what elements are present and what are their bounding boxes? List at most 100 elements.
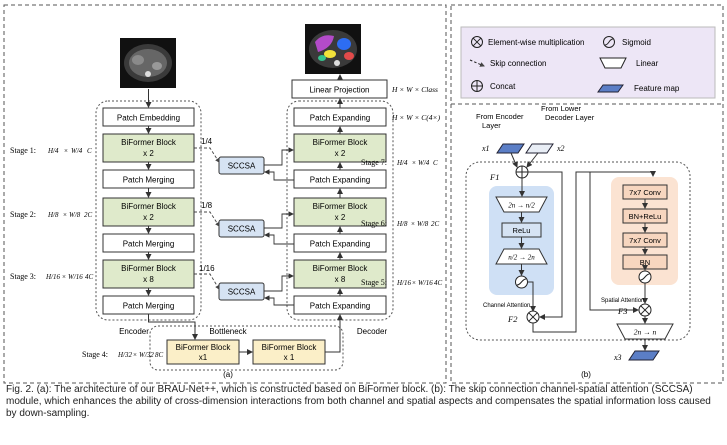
sccsa-label: SCCSA xyxy=(228,162,256,171)
f1-skip-path xyxy=(528,171,563,320)
channel-linear-2: n/2 → 2n xyxy=(495,248,548,265)
stage-5-label: Stage 5: H/16 × W/16 4C xyxy=(361,278,443,287)
legend-item-linear: Linear xyxy=(599,57,659,69)
svg-text:7x7 Conv: 7x7 Conv xyxy=(629,188,661,197)
svg-text:W/32: W/32 xyxy=(139,351,154,359)
otimes-icon xyxy=(471,36,483,48)
svg-text:Stage 2:: Stage 2: xyxy=(10,210,36,219)
svg-text:W/8: W/8 xyxy=(69,211,81,219)
legend-item-sigmoid: Sigmoid xyxy=(603,36,651,48)
svg-text:W/4: W/4 xyxy=(71,147,83,155)
legend-label: Concat xyxy=(490,82,516,91)
svg-text:Stage 1:: Stage 1: xyxy=(10,146,36,155)
svg-text:Stage 5:: Stage 5: xyxy=(361,278,387,287)
svg-text:4C: 4C xyxy=(85,273,94,281)
from-encoder-label-2: Layer xyxy=(482,121,501,130)
svg-text:H/4: H/4 xyxy=(47,147,59,155)
biformer-label: BiFormer Block xyxy=(176,343,232,352)
channel-attention-label: Channel Attention xyxy=(483,303,530,309)
patch-expanding-label: Patch Expanding xyxy=(310,240,371,249)
stage-3-label: Stage 3: H/16 × W/16 4C xyxy=(10,272,94,281)
stage-2-label: Stage 2: H/8 × W/8 2C xyxy=(10,210,93,219)
bottleneck-block-1: BiFormer Block x1 xyxy=(166,339,240,365)
encoder-block-4: Patch Merging xyxy=(102,233,195,253)
spatial-conv-2: 7x7 Conv xyxy=(622,232,668,248)
biformer-label: BiFormer Block xyxy=(313,202,369,211)
encoder-block-1: BiFormer Block x 2 xyxy=(102,133,195,163)
encoder-block-0: Patch Embedding xyxy=(102,107,195,127)
encoder-block-2: Patch Merging xyxy=(102,169,195,189)
legend-label: Linear xyxy=(636,59,659,68)
bottleneck-arrows xyxy=(148,314,343,355)
sccsa-box-2: SCCSA xyxy=(218,219,265,238)
svg-text:Stage 7:: Stage 7: xyxy=(361,158,387,167)
svg-text:BN+ReLu: BN+ReLu xyxy=(629,212,662,221)
from-encoder-label: From Encoder xyxy=(476,112,524,121)
decoder-block-6: Patch Expanding xyxy=(293,295,387,315)
svg-text:H/16: H/16 xyxy=(396,279,412,287)
svg-text:2C: 2C xyxy=(431,220,440,228)
decoder-block-0: Patch Expanding xyxy=(293,107,387,127)
x2-feature-map xyxy=(525,143,554,154)
legend-item-skip: Skip connection xyxy=(469,59,546,68)
biformer-label: BiFormer Block xyxy=(121,264,177,273)
svg-text:×: × xyxy=(411,220,415,228)
biformer-label: BiFormer Block xyxy=(313,264,369,273)
biformer-label: BiFormer Block xyxy=(262,343,318,352)
x3-feature-map xyxy=(628,350,660,361)
ratio-label-1-4: 1/4 xyxy=(201,137,213,146)
otimes-icon xyxy=(526,310,540,324)
x1-label: x1 xyxy=(481,144,490,153)
legend-item-feature-map: Feature map xyxy=(597,84,680,93)
patch-merging-label: Patch Merging xyxy=(123,302,175,311)
svg-text:C: C xyxy=(87,147,92,155)
encoder-label: Encoder xyxy=(119,327,149,336)
skip-connections xyxy=(194,147,220,290)
from-decoder-label: From Lower xyxy=(541,104,582,113)
sccsa-box-1: SCCSA xyxy=(218,156,265,175)
svg-text:×: × xyxy=(62,273,66,281)
stage-4-label: Stage 4: H/32 × W/32 8C xyxy=(82,350,164,359)
oplus-icon xyxy=(515,165,529,179)
biformer-count: x 2 xyxy=(335,213,346,222)
sigmoid-icon xyxy=(603,36,615,48)
decoder-block-3: BiFormer Block x 2 xyxy=(293,197,387,227)
from-decoder-label-2: Decoder Layer xyxy=(545,113,595,122)
input-ct-image xyxy=(120,38,176,88)
biformer-count: x 8 xyxy=(335,275,346,284)
svg-text:7x7 Conv: 7x7 Conv xyxy=(629,236,661,245)
spatial-conv-1: 7x7 Conv xyxy=(622,184,668,200)
sccsa-box-3: SCCSA xyxy=(218,282,265,301)
svg-text:×: × xyxy=(64,147,68,155)
svg-text:2n → n: 2n → n xyxy=(634,328,657,337)
sigmoid-icon xyxy=(515,275,528,289)
svg-text:Stage 3:: Stage 3: xyxy=(10,272,36,281)
patch-expanding-label: Patch Expanding xyxy=(310,176,371,185)
panel-b-frame xyxy=(450,4,724,384)
sccsa-label: SCCSA xyxy=(228,288,256,297)
decoder-formula: H × W × C(4×) xyxy=(391,113,441,122)
patch-merging-label: Patch Merging xyxy=(123,176,175,185)
panel-a-frame xyxy=(3,4,447,384)
spatial-bn: BN xyxy=(622,254,668,270)
sigmoid-icon xyxy=(638,270,652,284)
encoder-block-5: BiFormer Block x 8 xyxy=(102,259,195,289)
f3-label: F3 xyxy=(617,306,627,316)
decoder-block-1: BiFormer Block x 2 xyxy=(293,133,387,163)
bottleneck-container xyxy=(149,325,344,371)
decoder-label: Decoder xyxy=(357,327,388,336)
sccsa-label: SCCSA xyxy=(228,225,256,234)
svg-text:2n → n/2: 2n → n/2 xyxy=(508,202,535,210)
channel-relu: ReLu xyxy=(501,222,542,238)
channel-linear-1: 2n → n/2 xyxy=(495,196,548,213)
svg-text:8C: 8C xyxy=(155,351,164,359)
legend-item-concat: Concat xyxy=(471,80,516,92)
decoder-block-2: Patch Expanding xyxy=(293,169,387,189)
biformer-count: x 2 xyxy=(335,149,346,158)
channel-arrows xyxy=(518,178,536,312)
linear-projection-box: Linear Projection xyxy=(291,79,388,99)
stage-7-label: Stage 7: H/4 × W/4 C xyxy=(361,158,438,167)
decoder-block-5: BiFormer Block x 8 xyxy=(293,259,387,289)
legend-label: Element-wise multiplication xyxy=(488,38,584,47)
architecture-figure: Linear Projection Patch Embedding BiForm… xyxy=(3,4,724,384)
